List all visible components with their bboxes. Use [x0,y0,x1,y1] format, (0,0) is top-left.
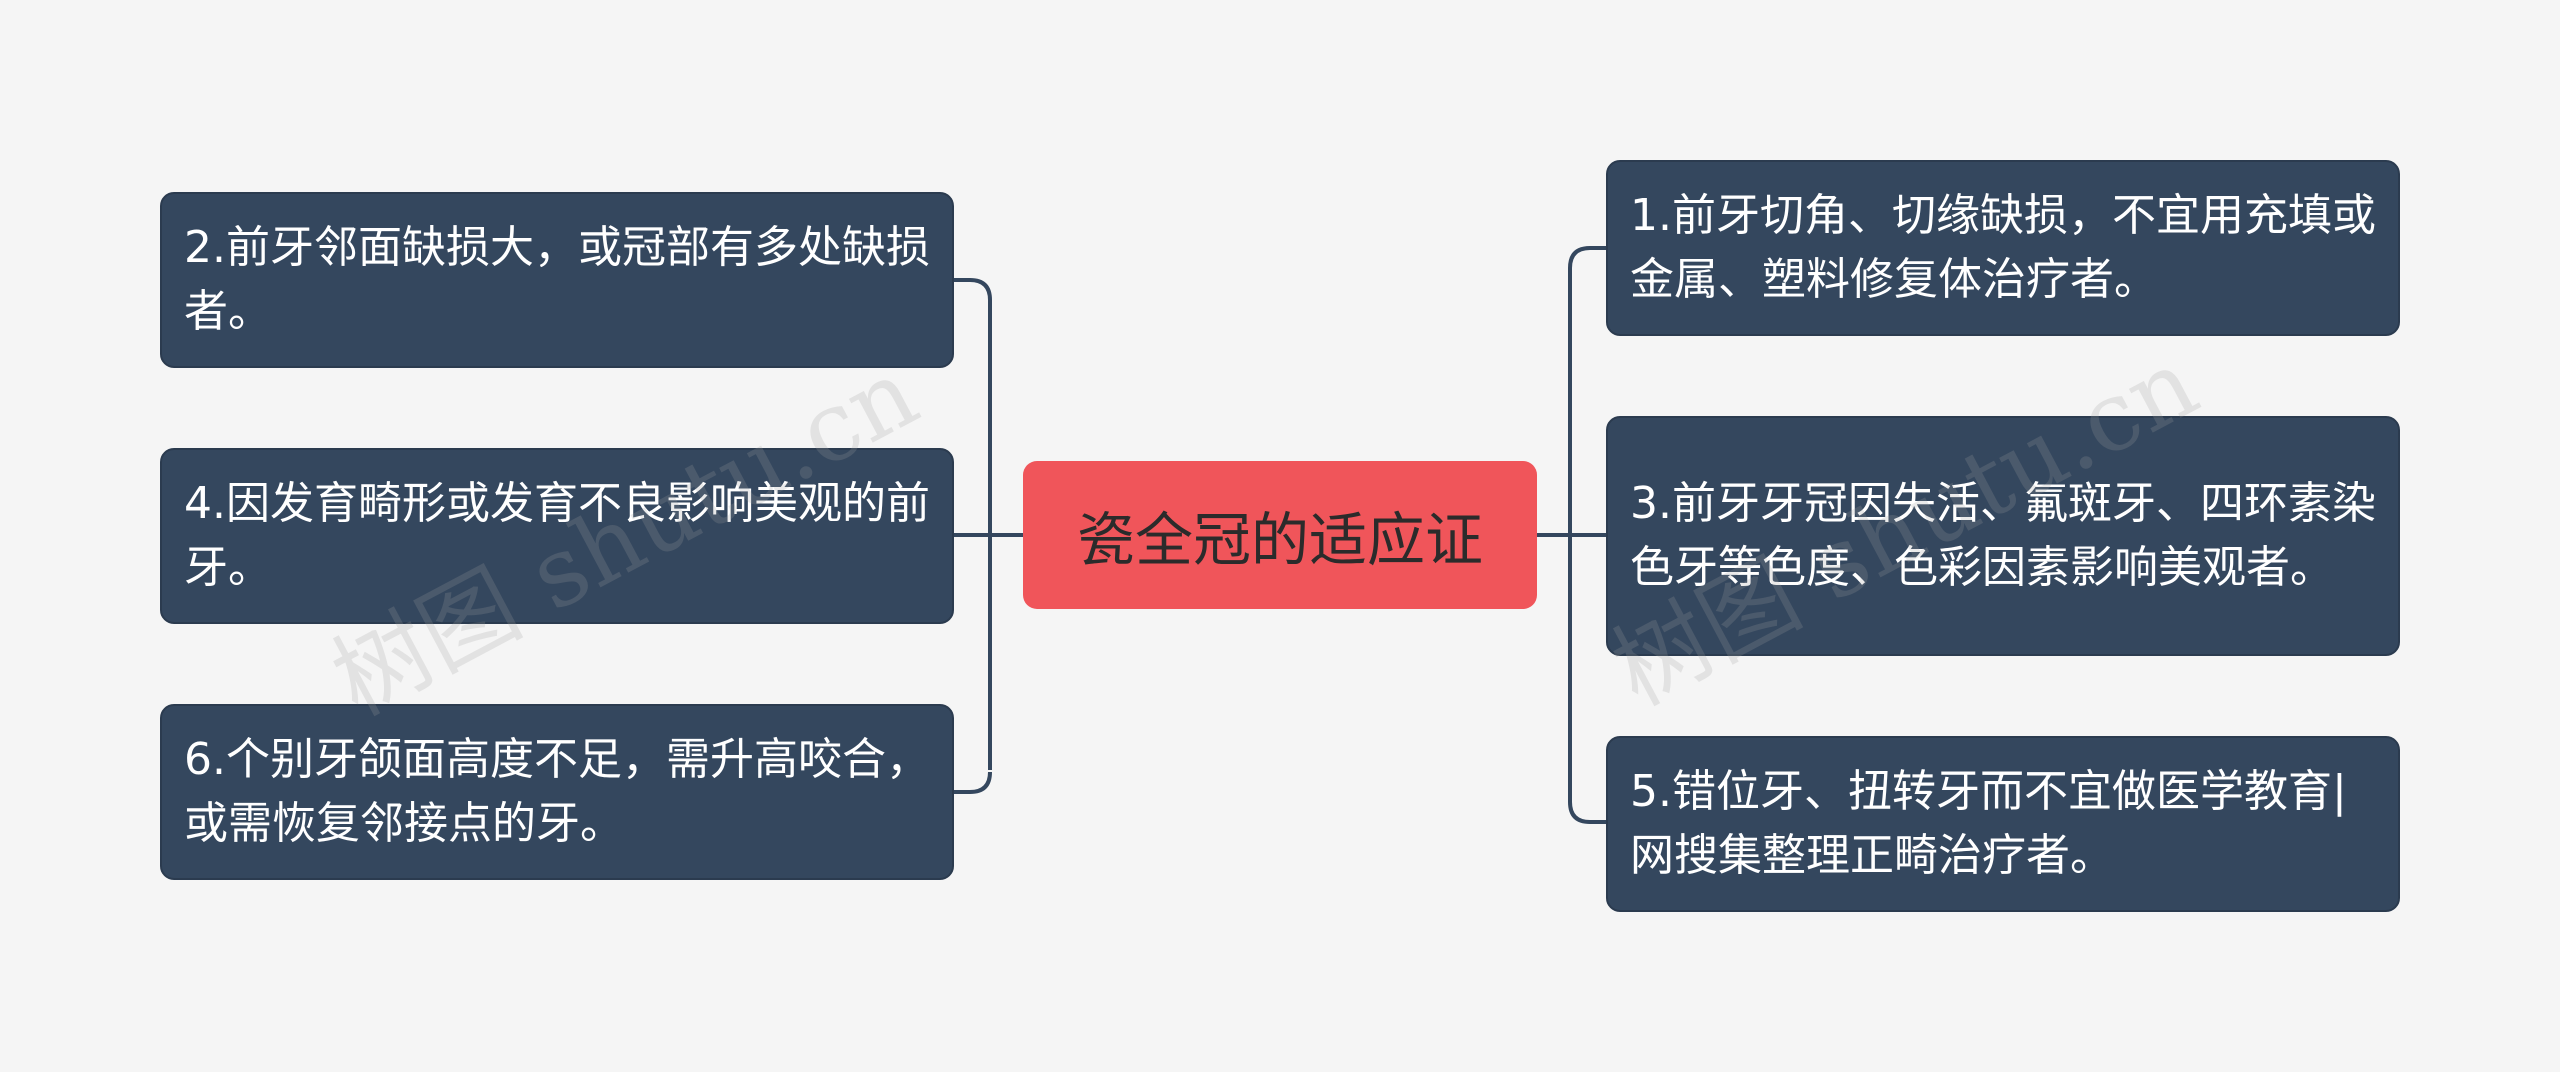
right-topic-3[interactable]: 5.错位牙、扭转牙而不宜做医学教育|网搜集整理正畸治疗者。 [1606,736,2400,912]
left-topic-3-text: 6.个别牙颌面高度不足，需升高咬合，或需恢复邻接点的牙。 [184,734,930,849]
center-topic[interactable]: 瓷全冠的适应证 [1023,461,1537,609]
connector-right-3 [1568,801,1606,824]
right-topic-3-text: 5.错位牙、扭转牙而不宜做医学教育|网搜集整理正畸治疗者。 [1630,766,2347,881]
right-topic-2-text: 3.前牙牙冠因失活、氟斑牙、四环素染色牙等色度、色彩因素影响美观者。 [1630,478,2376,593]
right-topic-1[interactable]: 1.前牙切角、切缘缺损，不宜用充填或金属、塑料修复体治疗者。 [1606,160,2400,336]
center-topic-label: 瓷全冠的适应证 [1076,506,1483,574]
left-topic-1[interactable]: 2.前牙邻面缺损大，或冠部有多处缺损者。 [160,192,954,368]
connector-left-1 [954,278,992,301]
left-topic-2[interactable]: 4.因发育畸形或发育不良影响美观的前牙。 [160,448,954,624]
connector-left-3 [954,771,992,794]
left-topic-2-text: 4.因发育畸形或发育不良影响美观的前牙。 [184,478,930,593]
connector-right-1 [1568,246,1606,269]
left-topic-1-text: 2.前牙邻面缺损大，或冠部有多处缺损者。 [184,222,930,337]
right-topic-1-text: 1.前牙切角、切缘缺损，不宜用充填或金属、塑料修复体治疗者。 [1630,190,2376,305]
left-topic-3[interactable]: 6.个别牙颌面高度不足，需升高咬合，或需恢复邻接点的牙。 [160,704,954,880]
right-topic-2[interactable]: 3.前牙牙冠因失活、氟斑牙、四环素染色牙等色度、色彩因素影响美观者。 [1606,416,2400,656]
